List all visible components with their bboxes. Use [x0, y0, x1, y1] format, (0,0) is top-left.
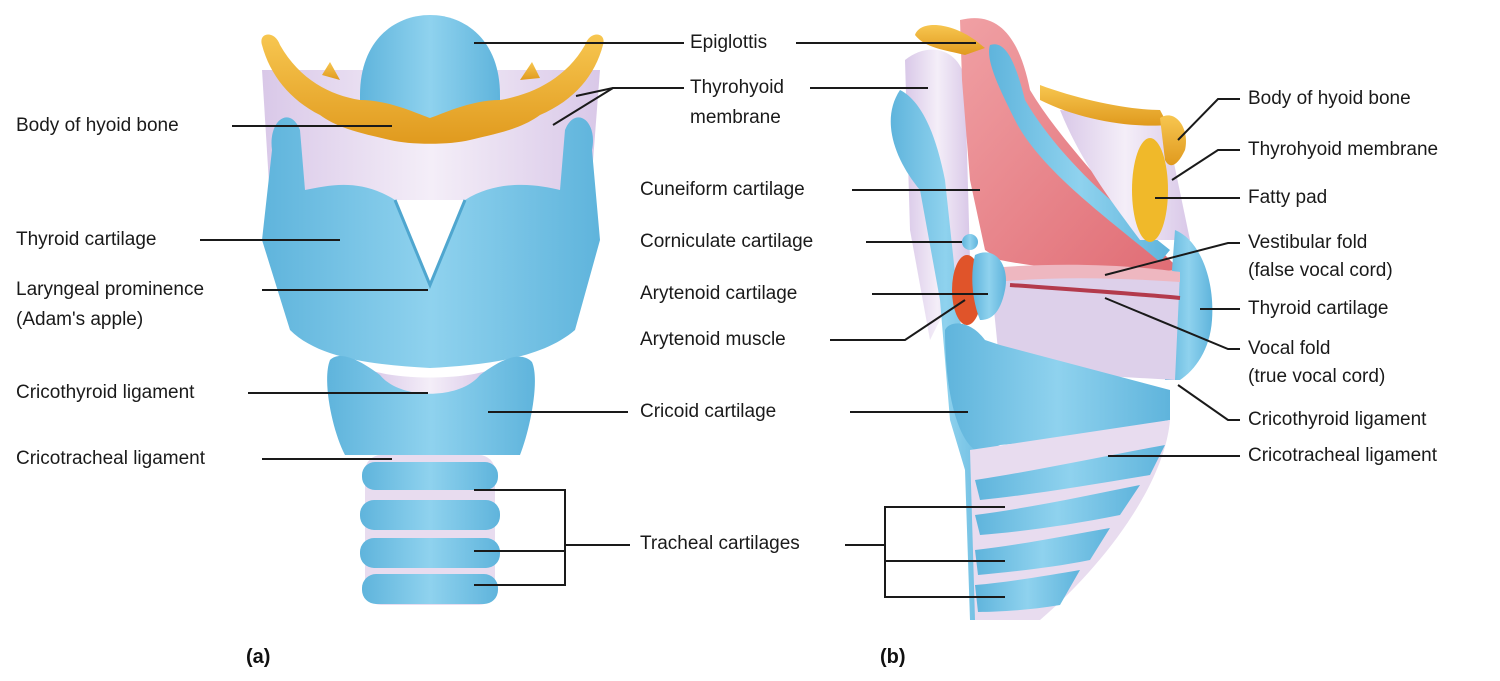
label-vocal-b: Vocal fold [1248, 337, 1330, 361]
label-cricothyroid-a: Cricothyroid ligament [16, 381, 194, 405]
label-thyroid-b: Thyroid cartilage [1248, 297, 1388, 321]
label-corniculate: Corniculate cartilage [640, 230, 813, 254]
leader-cricothyroid-b [1178, 385, 1240, 420]
tracheal-ring-1-a [362, 462, 498, 490]
cricoid-cartilage-a [327, 356, 535, 455]
label-cricotracheal-a: Cricotracheal ligament [16, 447, 205, 471]
sagittal-larynx [891, 18, 1213, 620]
label-cricothyroid-b: Cricothyroid ligament [1248, 408, 1426, 432]
label-vocal-b-sub: (true vocal cord) [1248, 365, 1385, 389]
label-cuneiform: Cuneiform cartilage [640, 178, 805, 202]
label-thyrohyoid-center-sub: membrane [690, 106, 781, 130]
label-arytenoid-muscle: Arytenoid muscle [640, 328, 786, 352]
panel-label-b: (b) [880, 646, 906, 669]
label-hyoid-a: Body of hyoid bone [16, 114, 179, 138]
label-prominence-a-sub: (Adam's apple) [16, 308, 143, 332]
fatty-pad-b [1132, 138, 1168, 242]
label-thyroid-a: Thyroid cartilage [16, 228, 156, 252]
label-vestibular-b-sub: (false vocal cord) [1248, 259, 1393, 283]
label-thyrohyoid-center: Thyrohyoid [690, 76, 784, 100]
label-cricotracheal-b: Cricotracheal ligament [1248, 444, 1437, 468]
label-epiglottis: Epiglottis [690, 31, 767, 55]
hyoid-bone-b [1040, 85, 1168, 126]
label-tracheal: Tracheal cartilages [640, 532, 800, 556]
label-vestibular-b: Vestibular fold [1248, 231, 1367, 255]
corniculate-cartilage-b [962, 234, 978, 250]
tracheal-ring-3-a [360, 538, 500, 568]
label-fatty-b: Fatty pad [1248, 186, 1327, 210]
tracheal-ring-4-a [362, 574, 498, 604]
panel-label-a: (a) [246, 646, 270, 669]
leader-hyoid-b [1178, 99, 1240, 140]
tracheal-ring-2-a [360, 500, 500, 530]
label-hyoid-b: Body of hyoid bone [1248, 87, 1411, 111]
label-arytenoid: Arytenoid cartilage [640, 282, 797, 306]
label-prominence-a: Laryngeal prominence [16, 278, 204, 302]
anterior-larynx [261, 15, 603, 605]
label-thyrohyoid-b: Thyrohyoid membrane [1248, 138, 1438, 162]
label-cricoid: Cricoid cartilage [640, 400, 776, 424]
